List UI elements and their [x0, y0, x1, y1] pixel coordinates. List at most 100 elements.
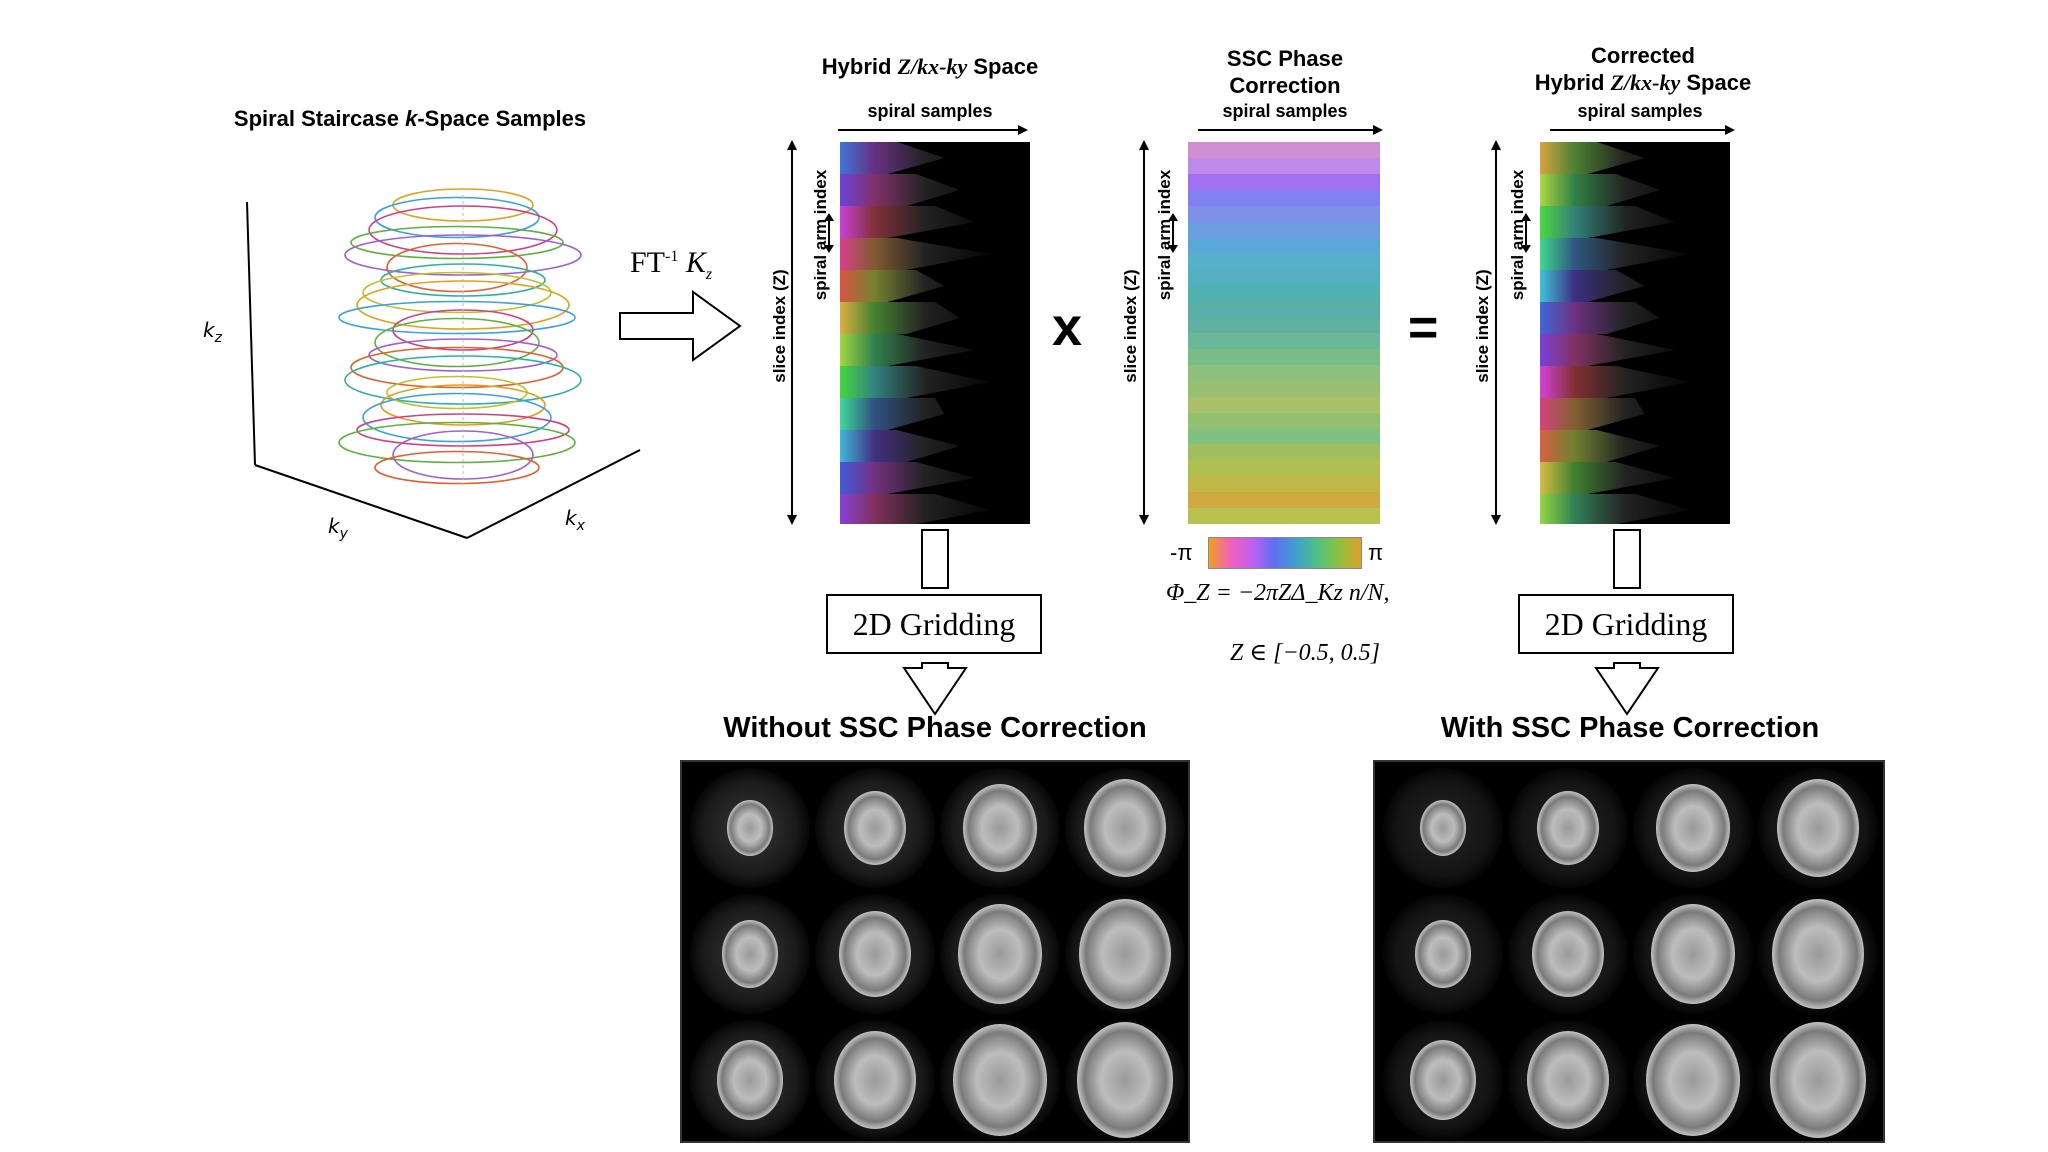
spiral-staircase-helix	[338, 188, 582, 485]
phase-band	[1188, 205, 1380, 223]
brain-slice	[1758, 1020, 1878, 1140]
with-correction-panel	[1373, 760, 1885, 1143]
phase-formula-range: Z ∈ [−0.5, 0.5]	[1230, 640, 1380, 666]
brain-slice	[1508, 894, 1628, 1014]
helix-turn	[362, 392, 552, 443]
phase-band	[1188, 285, 1380, 303]
spiral-arm-band	[840, 494, 991, 524]
helix-turn	[338, 421, 576, 464]
spiral-arm-band	[1540, 174, 1660, 206]
helix-turn	[374, 196, 540, 239]
phase-band	[1188, 476, 1380, 494]
kspace-title: Spiral Staircase k-Space Samples	[233, 106, 587, 131]
phase-band	[1188, 508, 1380, 524]
helix-turn	[350, 225, 564, 260]
kx-axis-label: kx	[565, 506, 585, 534]
corrected-arm-arrow	[1521, 213, 1531, 253]
corrected-y-label: slice index (Z)	[1473, 269, 1492, 383]
helix-turn	[350, 346, 564, 389]
phase-band	[1188, 428, 1380, 446]
spiral-arm-band	[1540, 494, 1691, 524]
phase-band	[1188, 380, 1380, 398]
brain-slice	[1633, 894, 1753, 1014]
brain-slice	[1065, 1020, 1185, 1140]
phase-formula: Φ_Z = −2πZΔ_Kz n/N,	[1166, 580, 1390, 606]
phase-band	[1188, 317, 1380, 334]
kspace-axes	[246, 201, 641, 539]
corrected-y-arrow	[1491, 140, 1501, 525]
helix-turn	[368, 205, 558, 255]
left-gridding-arrow	[902, 529, 968, 716]
phase-band	[1188, 364, 1380, 382]
brain-slice	[940, 768, 1060, 888]
spiral-arm-band	[1540, 430, 1660, 462]
left-gridding-box: 2D Gridding	[826, 594, 1042, 654]
spiral-arm-band	[840, 206, 975, 238]
spiral-arm-band	[1540, 366, 1691, 398]
times-operator: x	[1052, 297, 1083, 357]
hybrid-x-label: spiral samples	[867, 101, 993, 121]
without-correction-title: Without SSC Phase Correction	[723, 712, 1147, 744]
brain-slice	[815, 768, 935, 888]
brain-slice	[1508, 1020, 1628, 1140]
phase-band	[1188, 189, 1380, 207]
ssc-arm-arrow	[1168, 213, 1178, 253]
ssc-y-arrow	[1139, 140, 1149, 525]
colorbar-max-label: π	[1368, 540, 1384, 565]
brain-slice	[1383, 894, 1503, 1014]
phase-band	[1188, 221, 1380, 239]
hybrid-title: Hybrid Z/kx-ky Space	[821, 54, 1039, 79]
phase-band	[1188, 444, 1380, 462]
corrected-space-image	[1540, 142, 1730, 524]
ky-axis-label: ky	[328, 514, 348, 542]
brain-slice	[1065, 894, 1185, 1014]
spiral-arm-band	[1540, 334, 1675, 366]
brain-slice	[690, 1020, 810, 1140]
corrected-title: Corrected Hybrid Z/kx-ky Space	[1534, 43, 1752, 95]
corrected-x-arrow	[1550, 125, 1735, 135]
helix-turn	[344, 355, 582, 405]
brain-slice	[815, 894, 935, 1014]
kspace-3d-plot	[246, 188, 641, 539]
spiral-arm-band	[1540, 142, 1645, 174]
spiral-arm-band	[1540, 206, 1675, 238]
with-correction-title: With SSC Phase Correction	[1440, 712, 1820, 744]
phase-band	[1188, 492, 1380, 510]
spiral-arm-band	[840, 238, 991, 270]
helix-turn	[362, 271, 552, 314]
helix-turn	[374, 317, 540, 368]
brain-slice	[1383, 1020, 1503, 1140]
brain-slice	[815, 1020, 935, 1140]
brain-slice	[690, 894, 810, 1014]
hybrid-space-image	[840, 142, 1030, 524]
phase-band	[1188, 142, 1380, 159]
phase-band	[1188, 237, 1380, 255]
phase-band	[1188, 412, 1380, 430]
spiral-arm-band	[840, 142, 945, 174]
kz-axis-label: kz	[203, 318, 222, 346]
ssc-x-arrow	[1198, 125, 1383, 135]
phase-band	[1188, 269, 1380, 287]
right-gridding-box: 2D Gridding	[1518, 594, 1734, 654]
ssc-phase-image	[1188, 142, 1380, 524]
spiral-arm-band	[840, 430, 960, 462]
spiral-arm-band	[840, 174, 960, 206]
hybrid-y-arrow	[787, 140, 797, 525]
brain-slice	[1758, 894, 1878, 1014]
brain-slice	[1508, 768, 1628, 888]
right-gridding-arrow	[1594, 529, 1660, 716]
hybrid-y-label: slice index (Z)	[770, 269, 789, 383]
spiral-arm-band	[1540, 462, 1675, 494]
transform-arrow	[619, 290, 742, 362]
brain-slice	[690, 768, 810, 888]
brain-slice	[1633, 768, 1753, 888]
hybrid-x-arrow	[838, 125, 1028, 135]
brain-slice	[1383, 768, 1503, 888]
brain-slice	[1758, 768, 1878, 888]
ssc-y-label: slice index (Z)	[1121, 269, 1140, 383]
helix-turn	[392, 188, 534, 222]
inverse-ft-label: FT-1 Kz	[630, 246, 713, 283]
spiral-arm-band	[840, 302, 960, 334]
spiral-arm-band	[840, 366, 991, 398]
